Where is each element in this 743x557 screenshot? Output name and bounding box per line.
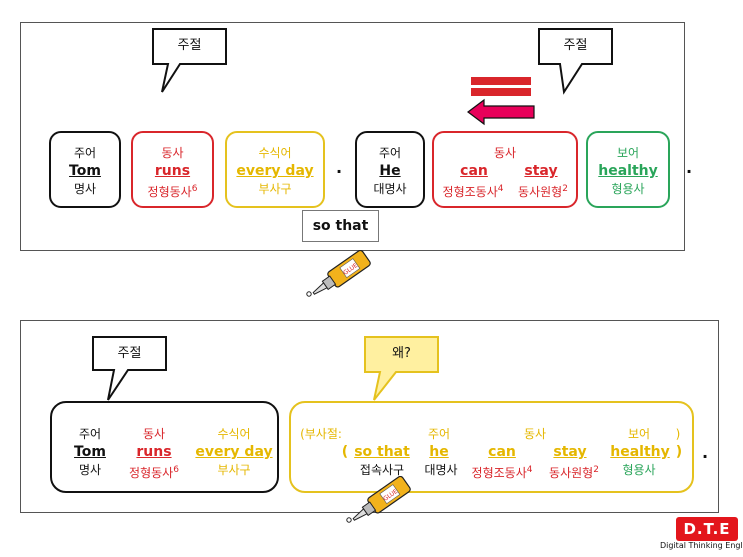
label-close: ) — [675, 427, 681, 441]
box-every-day: 수식어 every day 부사구 — [225, 131, 325, 208]
pos-pronoun: 대명사 — [424, 463, 458, 477]
word-he: He — [379, 163, 401, 179]
glue-tube-icon: GLUE — [306, 250, 371, 297]
open-paren: ( — [341, 444, 349, 460]
box-so-that: so that — [302, 210, 379, 242]
pos-finite-modal: 정형조동사4 — [471, 465, 533, 480]
callout-why-label: 왜? — [392, 346, 411, 361]
period-1: . — [336, 158, 343, 177]
callout-main-clause-bottom — [92, 336, 167, 401]
connector-so-that: so that — [312, 218, 369, 234]
pos-label: 정형동사6 — [147, 184, 198, 199]
word-tom: Tom — [74, 444, 106, 460]
role-modifier: 수식어 — [217, 427, 251, 441]
role-label: 동사 — [493, 146, 517, 160]
pos-finite-verb: 정형동사6 — [129, 465, 179, 480]
box-tom: 주어 Tom 명사 — [49, 131, 121, 208]
word-stay: stay — [553, 444, 587, 460]
callout-why — [364, 336, 439, 401]
word-can: can — [488, 444, 516, 460]
box-healthy: 보어 healthy 형용사 — [586, 131, 670, 208]
role-label: 주어 — [73, 146, 97, 160]
pos-label: 명사 — [73, 182, 97, 196]
role-label: 주어 — [378, 146, 402, 160]
role-subject: 주어 — [427, 427, 451, 441]
red-double-bar-icon — [471, 77, 531, 85]
word-runs: runs — [136, 444, 172, 460]
pos-adverb-phrase: 부사구 — [217, 463, 251, 477]
callout-main-clause-top-label: 주절 — [177, 38, 202, 53]
role-complement: 보어 — [627, 427, 651, 441]
word-runs: runs — [154, 163, 191, 179]
box-adverbial-clause: (부사절: ( so that 접속사구 주어 he 대명사 동사 can 정형… — [289, 401, 694, 493]
red-double-bar-icon-lower — [471, 88, 531, 96]
role-subject: 주어 — [78, 427, 102, 441]
role-verb: 동사 — [523, 427, 547, 441]
word-he: he — [429, 444, 449, 460]
role-label: 보어 — [616, 146, 640, 160]
pos-stay: 동사원형2 — [518, 184, 568, 199]
pos-label: 형용사 — [611, 182, 645, 196]
label-adverbial-clause: (부사절: — [300, 427, 342, 441]
callout-main-clause-top-right-label: 주절 — [563, 38, 588, 53]
pos-label: 부사구 — [258, 182, 292, 196]
pos-label: 대명사 — [373, 182, 407, 196]
pos-adjective: 형용사 — [622, 463, 656, 477]
callout-main-clause-top-right — [538, 28, 613, 95]
logo-caption: Digital Thinking English — [660, 541, 743, 550]
box-can-stay: 동사 can stay 정형조동사4 동사원형2 — [432, 131, 578, 208]
role-verb: 동사 — [142, 427, 166, 441]
left-arrow-icon — [467, 98, 535, 126]
period-3: . — [702, 443, 709, 462]
box-main-clause: 주어 Tom 명사 동사 runs 정형동사6 수식어 every day 부사… — [50, 401, 279, 493]
box-runs: 동사 runs 정형동사6 — [131, 131, 214, 208]
word-every-day: every day — [195, 444, 273, 460]
role-label: 동사 — [161, 146, 184, 160]
callout-main-clause-top — [152, 28, 227, 93]
period-2: . — [686, 158, 693, 177]
role-label: 수식어 — [258, 146, 292, 160]
glue-tube-icon-bottom: GLUE — [346, 476, 411, 523]
pos-base-verb: 동사원형2 — [549, 465, 599, 480]
word-stay: stay — [524, 163, 558, 179]
callout-main-clause-bottom-label: 주절 — [117, 346, 142, 361]
word-healthy: healthy — [598, 163, 658, 179]
logo-letters: D.T.E — [683, 520, 731, 538]
word-every-day: every day — [236, 163, 314, 179]
word-so-that: so that — [354, 444, 410, 460]
box-he: 주어 He 대명사 — [355, 131, 425, 208]
word-can: can — [460, 163, 488, 179]
pos-noun: 명사 — [78, 463, 102, 477]
close-paren: ) — [675, 444, 683, 460]
word-tom: Tom — [69, 163, 101, 179]
pos-can: 정형조동사4 — [442, 184, 504, 199]
dte-logo: D.T.E — [676, 517, 738, 541]
pos-conjunction-phrase: 접속사구 — [359, 463, 405, 477]
word-healthy: healthy — [610, 444, 670, 460]
